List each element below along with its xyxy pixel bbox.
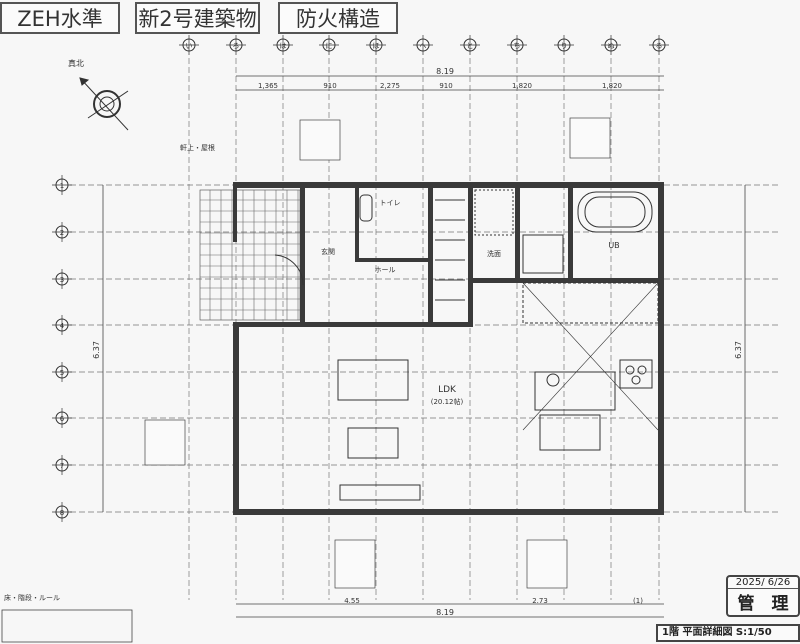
dimension-lines [102,75,746,618]
grid-label-row: 6 [60,415,65,423]
cooktop [619,359,653,389]
grid-label-row: 8 [60,509,64,517]
row-grid-markers: 1 2 3 4 5 6 7 8 [52,175,72,522]
grid-label-row: 7 [60,462,64,470]
grid-marker-col: ぬ [601,35,621,55]
dim-bottom-2: 2.73 [532,597,548,605]
legend-box [1,609,133,643]
grid-label-row: 4 [60,322,65,330]
room-label-toilet: トイレ [380,199,401,207]
grid-marker-col: に [319,35,339,55]
dim-bottom-3: (1) [633,597,643,605]
grid-marker-row: 1 [52,175,72,195]
porch-note: 軒上・屋根 [180,143,215,152]
dim-top-3: 2,275 [380,82,400,90]
grid-marker-row: 4 [52,315,72,335]
dim-left-total: 6.37 [92,341,101,359]
grid-marker-col: る [649,35,669,55]
grid-label-col: る [656,42,663,50]
badge-zeh: ZEH水準 [0,2,120,34]
dining-table [539,414,601,451]
grid-label-row: 1 [60,182,64,190]
toilet-fixture [359,194,373,222]
bathtub [577,191,653,233]
room-label-hall: ホール [375,266,396,274]
room-label-ub: UB [608,241,619,250]
grid-label-col: い [186,42,193,50]
dim-top-2: 910 [323,82,336,90]
walls [233,182,664,515]
dim-top-5: 1,820 [512,82,532,90]
grid-label-col: り [561,42,568,50]
dim-bottom-1: 4.55 [344,597,360,605]
grid-marker-row: 6 [52,408,72,428]
kitchen-counter [534,371,616,411]
fixtures [274,189,659,501]
grid-lines [70,58,780,600]
grid-label-row: 2 [60,229,64,237]
room-label-ldk: LDK [438,385,457,395]
tv-board [339,484,421,501]
grid-marker-col: ろ [226,35,246,55]
dim-top-1: 1,365 [258,82,278,90]
grid-marker-row: 3 [52,269,72,289]
grid-label-col: と [467,42,474,50]
grid-label-row: 3 [60,276,64,284]
grid-label-col: ろ [233,42,240,50]
table [347,427,399,459]
window-schedule-tables [144,117,611,589]
grid-marker-col: い [179,35,199,55]
grid-marker-col: り [554,35,574,55]
dim-top-4: 910 [439,82,452,90]
dim-top-6: 1,820 [602,82,622,90]
grid-label-col: ほ [373,42,380,50]
sink [546,373,560,387]
legend-title: 床・階段・ルール [4,593,60,602]
grid-marker-row: 2 [52,222,72,242]
grid-label-row: 5 [60,369,64,377]
dim-top-total: 8.19 [436,67,454,76]
dim-right-total: 6.37 [734,341,743,359]
grid-marker-col: へ [413,35,433,55]
north-arrow-icon [79,77,129,131]
north-label: 真北 [68,58,84,68]
grid-marker-col: ち [507,35,527,55]
grid-marker-col: と [460,35,480,55]
drawing-title: 1階 平面詳細図 S:1/50 [656,624,800,642]
grid-label-col: へ [420,42,427,50]
grid-marker-col: ほ [366,35,386,55]
room-area-ldk: (20.12帖) [431,397,464,406]
badge-new-class-2-building: 新2号建築物 [135,2,260,34]
approval-stamp: 2025/ 6/26 管 理 [726,575,800,617]
room-label-washroom: 洗面 [487,249,501,258]
grid-label-col: ぬ [608,42,615,50]
grid-label-col: ち [514,42,521,50]
porch-tile-area [199,189,301,321]
grid-label-col: は [280,42,287,50]
grid-label-col: に [326,42,333,50]
sofa [337,359,409,401]
entrance-door-swing [274,254,304,286]
room-label-entrance: 玄関 [321,247,335,256]
column-grid-markers: いろはにほへとちりぬる [179,35,669,55]
grid-marker-row: 7 [52,455,72,475]
stamp-label: 管 理 [737,594,789,614]
dim-bottom-total: 8.19 [436,608,454,617]
stamp-date: 2025/ 6/26 [728,577,798,589]
grid-marker-row: 5 [52,362,72,382]
grid-marker-row: 8 [52,502,72,522]
grid-marker-col: は [273,35,293,55]
badge-fireproof: 防火構造 [278,2,398,34]
